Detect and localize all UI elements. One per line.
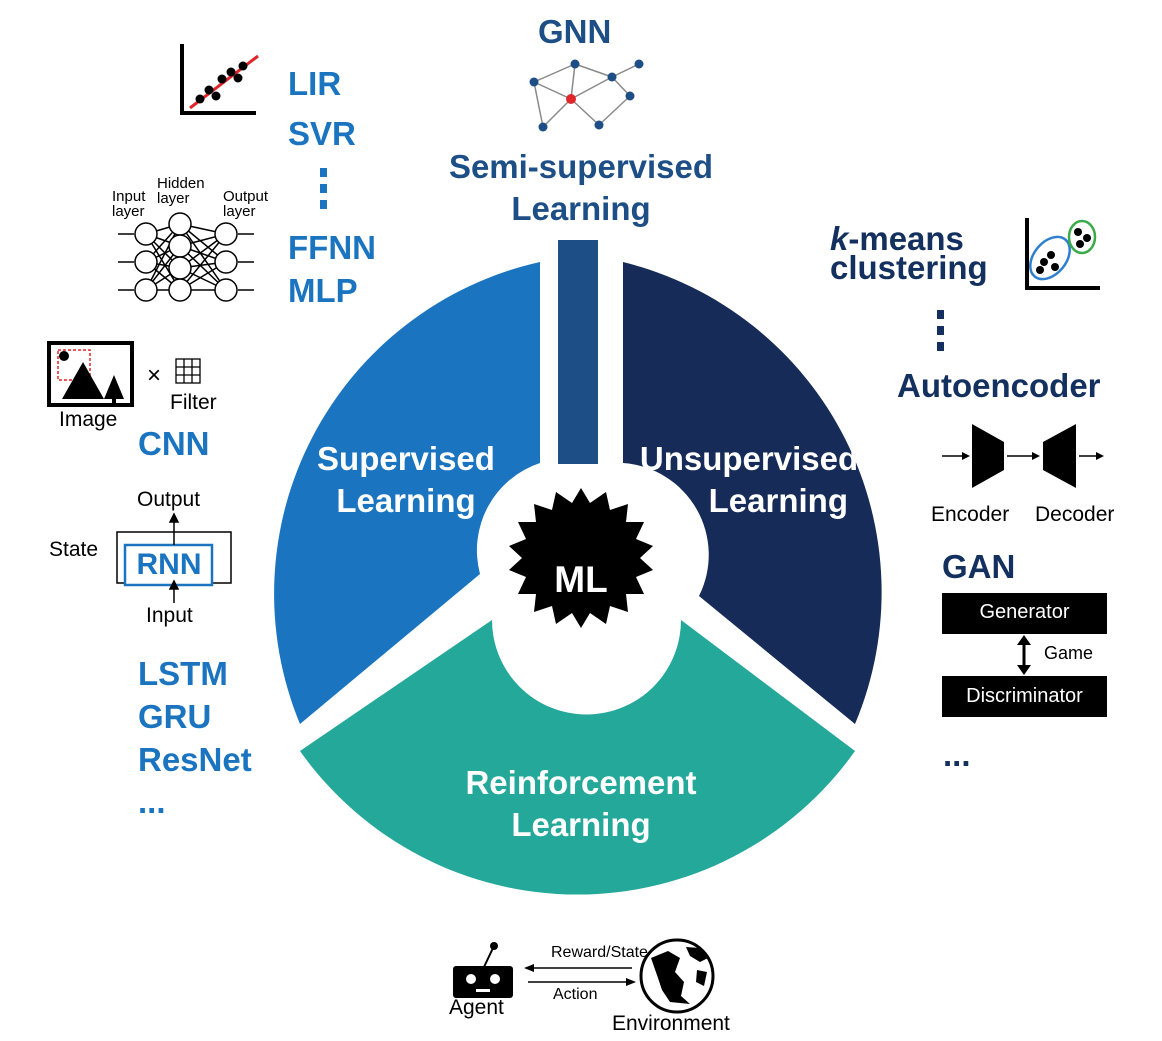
kmeans-label: k-means <box>830 219 964 259</box>
interaction-arrows <box>524 964 636 986</box>
ml-gear-icon <box>509 488 653 628</box>
nn-hidden-word: Hidden <box>157 175 205 192</box>
generator-box <box>942 593 1107 634</box>
discriminator-label: Discriminator <box>966 685 1083 707</box>
semi-line1: Semi-supervised <box>448 148 714 185</box>
encoder-label: Encoder <box>931 503 1010 526</box>
svr-label: SVR <box>288 115 356 152</box>
semi-supervised-bar <box>558 240 598 464</box>
nn-input-layer-label: Input layer <box>112 189 145 219</box>
lir-label: LIR <box>288 65 342 102</box>
decoder-label: Decoder <box>1035 503 1115 526</box>
nn-hidden-layer-word: layer <box>157 190 190 207</box>
unsupervised-ellipsis-vertical <box>937 310 944 351</box>
supervised-line2: Learning <box>336 482 476 519</box>
cnn-image-label: Image <box>59 408 118 431</box>
reinforcement-learning-label: Reinforcement Learning <box>430 762 732 846</box>
ffnn-label: FFNN <box>288 229 376 266</box>
clustering-label: clustering <box>830 249 988 286</box>
nn-output-layer-word: layer <box>223 203 256 220</box>
unsupervised-line1: Unsupervised <box>639 440 859 477</box>
supervised-line1: Supervised <box>317 440 495 477</box>
scatter-plot-icon <box>180 44 259 115</box>
globe-environment-icon <box>639 938 715 1014</box>
ml-center-label: ML <box>554 559 608 600</box>
semi-supervised-learning-label: Semi-supervised Learning <box>430 146 732 230</box>
agent-label: Agent <box>449 996 504 1019</box>
resnet-label: ResNet <box>138 741 252 778</box>
rnn-state-label: State <box>49 538 99 561</box>
game-label: Game <box>1044 643 1094 663</box>
unsupervised-segment <box>623 262 882 724</box>
filter-grid-icon <box>175 358 201 384</box>
autoencoder-icon <box>942 424 1104 488</box>
supervised-ellipsis-vertical <box>320 168 327 209</box>
rnn-diagram <box>116 512 232 603</box>
game-double-arrow <box>1017 635 1031 675</box>
rnn-input-label: Input <box>146 604 193 627</box>
discriminator-box <box>942 676 1107 717</box>
image-icon <box>47 341 134 407</box>
robot-agent-icon <box>453 942 513 998</box>
gnn-label: GNN <box>538 13 612 50</box>
cnn-filter-label: Filter <box>170 391 217 414</box>
cnn-label: CNN <box>138 425 210 462</box>
nn-hidden-layer-label: Hidden layer <box>157 176 205 206</box>
environment-label: Environment <box>612 1012 730 1035</box>
gan-label: GAN <box>942 548 1016 585</box>
kmeans-rest: -means <box>848 220 964 257</box>
nn-output-word: Output <box>223 188 269 205</box>
lstm-label: LSTM <box>138 655 228 692</box>
nn-input-word: Input <box>112 188 146 205</box>
autoencoder-label: Autoencoder <box>897 367 1101 404</box>
neural-network-icon <box>118 212 254 302</box>
semi-line2: Learning <box>511 190 651 227</box>
unsupervised-line2: Learning <box>708 482 848 519</box>
unsupervised-learning-label: Unsupervised Learning <box>620 438 878 522</box>
gnn-graph-icon <box>529 59 644 132</box>
cnn-times-symbol: × <box>147 362 162 389</box>
nn-output-layer-label: Output layer <box>223 189 268 219</box>
reinforcement-line2: Learning <box>511 806 651 843</box>
reinforcement-line1: Reinforcement <box>465 764 697 801</box>
nn-input-layer-word: layer <box>112 203 145 220</box>
action-label: Action <box>553 986 598 1003</box>
supervised-segment <box>274 262 540 724</box>
reinforcement-segment <box>300 620 855 895</box>
generator-label: Generator <box>979 601 1070 623</box>
gru-label: GRU <box>138 698 212 735</box>
supervised-learning-label: Supervised Learning <box>290 438 522 522</box>
supervised-more-label: ... <box>138 783 166 820</box>
reward-state-label: Reward/State <box>551 944 648 961</box>
clustering-plot-icon <box>1025 218 1100 290</box>
mlp-label: MLP <box>288 272 358 309</box>
unsupervised-more-label: ... <box>943 736 971 773</box>
rnn-output-label: Output <box>137 488 201 511</box>
rnn-box-label: RNN <box>136 548 202 581</box>
kmeans-k: k <box>830 220 849 257</box>
